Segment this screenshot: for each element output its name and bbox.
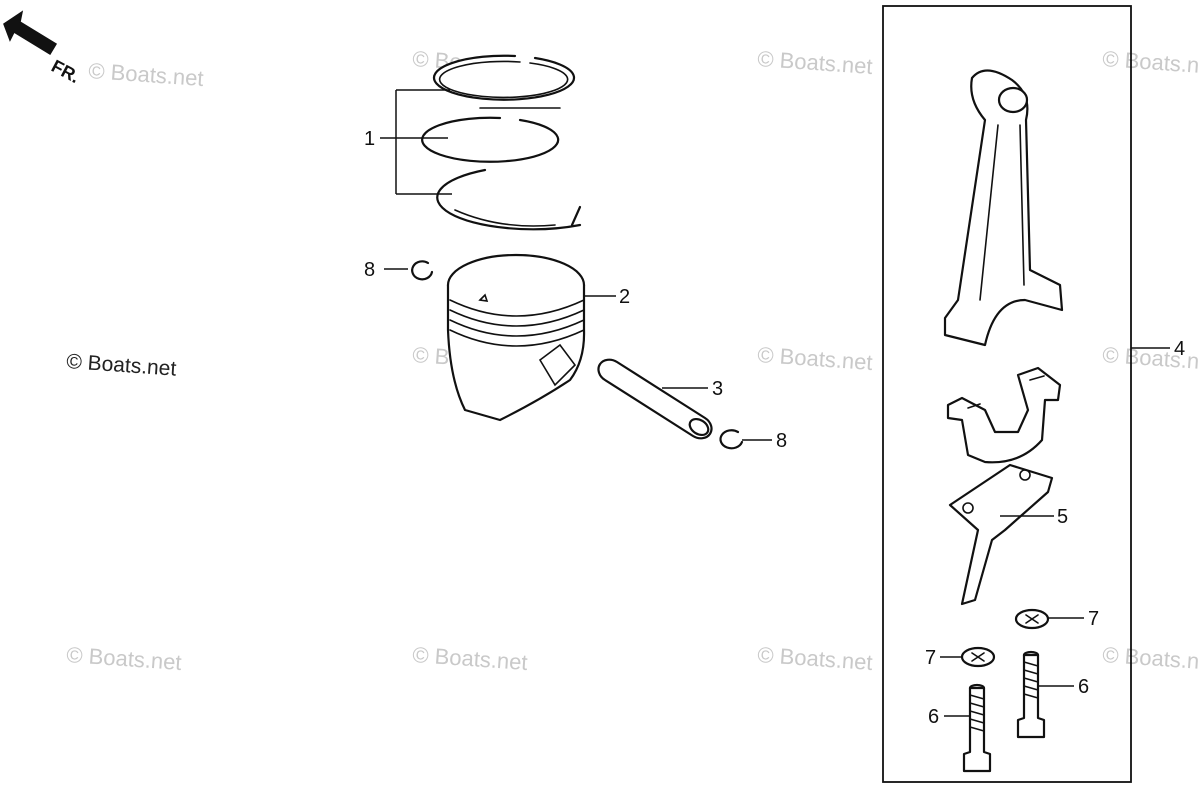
piston-pin xyxy=(597,358,713,440)
watermark: © Boats.net xyxy=(1102,46,1200,79)
callout-5: 5 xyxy=(1057,506,1068,528)
watermark: © Boats.net xyxy=(66,642,183,675)
front-label: FR. xyxy=(48,56,83,87)
piston xyxy=(446,253,586,422)
watermark: © Boats.net xyxy=(757,642,874,675)
callout-6b: 6 xyxy=(1078,676,1089,698)
connecting-rod-assembly-box xyxy=(882,5,1132,783)
callout-7a: 7 xyxy=(925,647,936,669)
front-arrow-icon: FR. xyxy=(3,10,83,87)
washer xyxy=(1014,608,1050,630)
piston-pin-clip xyxy=(411,260,434,281)
piston-rings xyxy=(421,54,582,231)
callout-8a: 8 xyxy=(364,259,375,281)
watermark: © Boats.net xyxy=(1102,642,1200,675)
watermark: © Boats.net xyxy=(412,642,529,675)
connecting-rod xyxy=(943,69,1064,347)
callout-2: 2 xyxy=(619,286,630,308)
copyright-text: © Boats.net xyxy=(66,350,178,381)
callout-3: 3 xyxy=(712,378,723,400)
callout-4: 4 xyxy=(1174,338,1185,360)
callout-8b: 8 xyxy=(776,430,787,452)
rod-bolt xyxy=(1016,650,1046,739)
watermarks: © Boats.net © Boats.net © Boats.net © Bo… xyxy=(66,46,1200,675)
washer xyxy=(960,646,996,668)
lock-plate xyxy=(948,463,1054,606)
callout-7b: 7 xyxy=(1088,608,1099,630)
watermark: © Boats.net xyxy=(757,46,874,79)
watermark: © Boats.net xyxy=(88,58,205,91)
watermark: © Boats.net xyxy=(1102,342,1200,375)
connecting-rod-cap xyxy=(946,366,1062,464)
piston-pin-clip xyxy=(719,429,744,450)
watermark: © Boats.net xyxy=(757,342,874,375)
callout-6a: 6 xyxy=(928,706,939,728)
rod-bolt xyxy=(962,683,992,773)
callout-1: 1 xyxy=(364,128,375,150)
